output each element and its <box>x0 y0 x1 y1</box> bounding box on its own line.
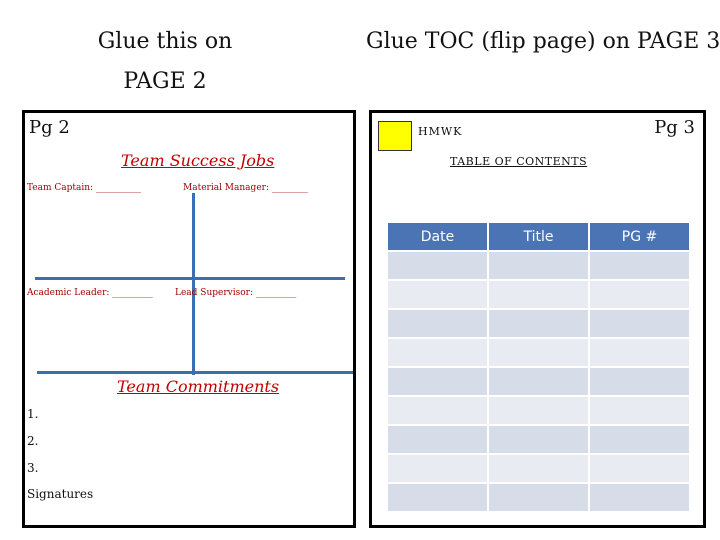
toc-row <box>386 366 691 397</box>
toc-header-page: PG # <box>588 221 691 252</box>
toc-cell-date[interactable] <box>386 453 489 484</box>
hmwk-label: HMWK <box>418 125 463 138</box>
academic-leader-label: Academic Leader: _________ <box>27 288 153 298</box>
signatures-label: Signatures <box>27 487 94 501</box>
toc-cell-date[interactable] <box>386 279 489 310</box>
commitment-1: 1. <box>27 407 39 421</box>
toc-cell-date[interactable] <box>386 308 489 339</box>
page-2-label: Pg 2 <box>29 117 70 138</box>
left-heading: Glue this on PAGE 2 <box>90 22 240 102</box>
toc-row <box>386 395 691 426</box>
page-3-label: Pg 3 <box>654 117 695 138</box>
toc-cell-page[interactable] <box>588 482 691 513</box>
toc-cell-title[interactable] <box>487 482 590 513</box>
toc-row <box>386 424 691 455</box>
toc-cell-title[interactable] <box>487 453 590 484</box>
toc-cell-title[interactable] <box>487 279 590 310</box>
toc-cell-page[interactable] <box>588 250 691 281</box>
toc-cell-title[interactable] <box>487 337 590 368</box>
left-heading-line2: PAGE 2 <box>123 69 207 94</box>
toc-cell-title[interactable] <box>487 308 590 339</box>
toc-cell-date[interactable] <box>386 482 489 513</box>
toc-cell-page[interactable] <box>588 395 691 426</box>
toc-cell-date[interactable] <box>386 424 489 455</box>
lead-supervisor-label: Lead Supervisor: _________ <box>175 288 297 298</box>
toc-table: Date Title PG # <box>386 221 691 513</box>
toc-header-row: Date Title PG # <box>386 221 691 252</box>
toc-cell-date[interactable] <box>386 395 489 426</box>
toc-cell-page[interactable] <box>588 308 691 339</box>
page-2-panel: Pg 2 Team Success Jobs Team Captain: ___… <box>22 110 356 528</box>
team-success-jobs-title: Team Success Jobs <box>121 151 275 170</box>
toc-header-date: Date <box>386 221 489 252</box>
commitment-3: 3. <box>27 461 39 475</box>
toc-row <box>386 337 691 368</box>
materials-manager-label: Material Manager: ________ <box>183 183 308 193</box>
team-captain-label: Team Captain: __________ <box>27 183 141 193</box>
toc-cell-page[interactable] <box>588 424 691 455</box>
toc-row <box>386 250 691 281</box>
right-heading: Glue TOC (flip page) on PAGE 3 <box>366 29 720 54</box>
toc-row <box>386 308 691 339</box>
toc-row <box>386 482 691 513</box>
toc-cell-title[interactable] <box>487 250 590 281</box>
toc-cell-title[interactable] <box>487 395 590 426</box>
team-commitments-title: Team Commitments <box>117 377 280 396</box>
toc-cell-title[interactable] <box>487 366 590 397</box>
hmwk-color-box <box>378 121 412 151</box>
toc-title: TABLE OF CONTENTS <box>450 155 588 168</box>
vertical-divider <box>192 193 195 375</box>
left-heading-line1: Glue this on <box>97 29 233 54</box>
toc-cell-title[interactable] <box>487 424 590 455</box>
toc-cell-page[interactable] <box>588 366 691 397</box>
toc-body <box>386 250 691 513</box>
toc-row <box>386 279 691 310</box>
toc-cell-date[interactable] <box>386 366 489 397</box>
toc-cell-date[interactable] <box>386 250 489 281</box>
page-3-panel: HMWK Pg 3 TABLE OF CONTENTS Date Title P… <box>369 110 706 528</box>
toc-row <box>386 453 691 484</box>
horizontal-divider-bottom <box>37 371 353 374</box>
toc-cell-page[interactable] <box>588 337 691 368</box>
horizontal-divider-top <box>35 277 345 280</box>
toc-cell-page[interactable] <box>588 279 691 310</box>
toc-cell-page[interactable] <box>588 453 691 484</box>
commitment-2: 2. <box>27 434 39 448</box>
toc-cell-date[interactable] <box>386 337 489 368</box>
toc-header-title: Title <box>487 221 590 252</box>
